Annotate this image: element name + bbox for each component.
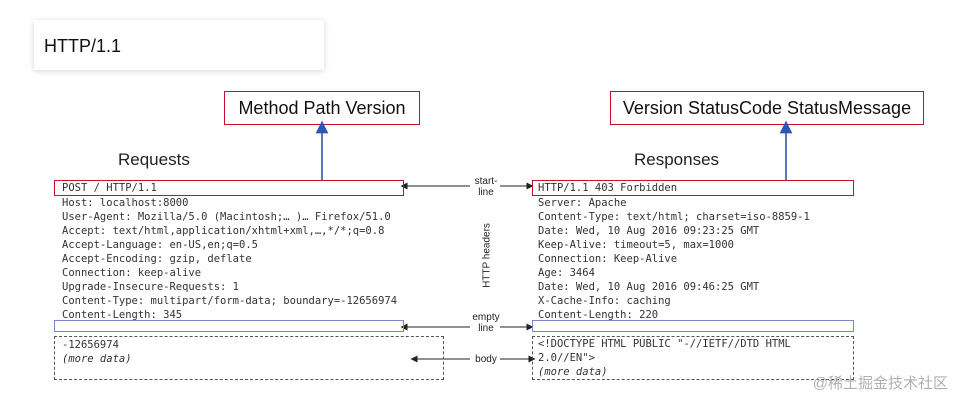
requests-heading: Requests: [118, 150, 190, 169]
response-header-line: Server: Apache: [538, 197, 627, 209]
version-status-label: Version StatusCode StatusMessage: [622, 97, 912, 118]
response-empty-line-box: [532, 320, 854, 332]
http-headers-label: HTTP headers: [481, 223, 493, 288]
response-header-line: Content-Type: text/html; charset=iso-885…: [538, 211, 810, 223]
response-body: <!DOCTYPE HTML PUBLIC "-//IETF//DTD HTML…: [538, 337, 791, 379]
request-header-line: Content-Type: multipart/form-data; bound…: [62, 295, 398, 307]
request-body: -12656974 (more data): [62, 338, 132, 366]
request-header-line: Connection: keep-alive: [62, 267, 202, 279]
response-header-line: Date: Wed, 10 Aug 2016 09:23:25 GMT: [538, 225, 760, 237]
body-label: body: [475, 354, 497, 365]
response-body-more: (more data): [538, 366, 608, 378]
response-body-box: [532, 336, 854, 380]
response-header-line: Age: 3464: [538, 267, 595, 279]
request-header-line: Accept-Language: en-US,en;q=0.5: [62, 239, 258, 251]
request-header-line: Accept-Encoding: gzip, deflate: [62, 253, 252, 265]
response-body-line: 2.0//EN">: [538, 352, 595, 364]
request-start-line-box: [54, 180, 404, 196]
response-body-line: <!DOCTYPE HTML PUBLIC "-//IETF//DTD HTML: [538, 338, 791, 350]
empty-line-label: empty line: [468, 312, 504, 334]
request-header-line: Upgrade-Insecure-Requests: 1: [62, 281, 240, 293]
request-header-line: Content-Length: 345: [62, 309, 183, 321]
response-start-line: HTTP/1.1 403 Forbidden: [538, 182, 678, 194]
start-line-label-part2: line: [478, 187, 494, 198]
request-body-more: (more data): [62, 353, 132, 365]
card-title: HTTP/1.1: [44, 36, 122, 56]
response-header-line: Connection: Keep-Alive: [538, 253, 678, 265]
request-empty-line-box: [54, 320, 404, 332]
version-status-box: Version StatusCode StatusMessage: [610, 91, 924, 125]
response-header-line: Keep-Alive: timeout=5, max=1000: [538, 239, 734, 251]
request-header-line: User-Agent: Mozilla/5.0 (Macintosh;… )… …: [62, 211, 391, 223]
request-body-line: -12656974: [62, 339, 119, 351]
responses-heading: Responses: [634, 150, 720, 169]
response-headers: Server: Apache Content-Type: text/html; …: [538, 196, 852, 322]
request-header-line: Host: localhost:8000: [62, 197, 189, 209]
watermark: @稀土掘金技术社区: [812, 375, 948, 392]
response-header-line: Content-Length: 220: [538, 309, 659, 321]
method-path-version-label: Method Path Version: [238, 97, 406, 118]
response-header-line: Date: Wed, 10 Aug 2016 09:46:25 GMT: [538, 281, 760, 293]
title-card: HTTP/1.1: [34, 20, 324, 70]
request-header-line: Accept: text/html,application/xhtml+xml,…: [62, 225, 385, 237]
start-line-label-part1: start-: [474, 176, 498, 187]
empty-line-label-part2: line: [478, 323, 494, 334]
request-start-line: POST / HTTP/1.1: [62, 182, 157, 194]
request-body-box: [54, 336, 444, 380]
empty-line-label-part1: empty: [472, 312, 500, 323]
start-line-label: start- line: [470, 176, 502, 198]
response-header-line: X-Cache-Info: caching: [538, 295, 671, 307]
response-start-line-box: [532, 180, 854, 196]
request-headers: Host: localhost:8000 User-Agent: Mozilla…: [62, 196, 397, 322]
